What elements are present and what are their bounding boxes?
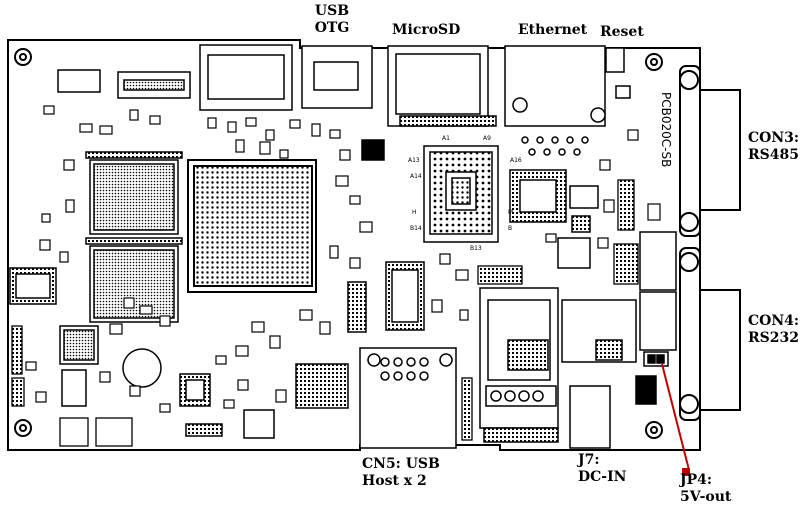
label-usb-otg: USB OTG: [310, 3, 354, 37]
companion-bga: [423, 145, 499, 243]
bga-label-b14: B14: [410, 225, 422, 232]
label-jp4: JP4: 5V-out: [680, 472, 731, 505]
bga-label-a16: A16: [510, 157, 522, 164]
label-jp4-line1: JP4:: [680, 472, 713, 488]
label-jp4-line2: 5V-out: [680, 489, 732, 505]
bga-label-a1: A1: [442, 135, 450, 142]
ethernet-pads: [521, 136, 589, 156]
bga-label-b: B: [508, 225, 512, 232]
label-cn5-line1: CN5: USB: [362, 456, 440, 472]
bga-label-a14: A14: [410, 173, 422, 180]
bga-label-a9: A9: [483, 135, 491, 142]
bga-ball-labels: A1 A9 A13 A14 H B14 B13 A16 M B: [408, 135, 522, 252]
power-section: [479, 231, 677, 449]
dram-chips: [85, 151, 183, 323]
bga-label-a13: A13: [408, 157, 420, 164]
label-con3-line2: RS485: [748, 147, 799, 163]
label-ethernet: Ethernet: [518, 22, 588, 38]
misc-ics: [9, 139, 591, 439]
top-edge-connectors: [57, 44, 631, 127]
jp4-jumper: [635, 351, 669, 405]
db9-connectors: [679, 65, 741, 421]
label-j7-line2: DC-IN: [578, 469, 627, 485]
label-cn5-line2: Host x 2: [362, 473, 427, 489]
soc-bga: [187, 159, 317, 293]
label-usb-otg-line1: USB: [314, 3, 350, 19]
label-con4: CON4: RS232: [748, 313, 799, 347]
bga-label-m: M: [508, 209, 513, 216]
usb-host-connector: [359, 347, 457, 449]
label-j7: J7: DC-IN: [578, 452, 626, 486]
label-usb-otg-line2: OTG: [314, 20, 350, 36]
board-id-silkscreen: PCB020C-SB: [659, 92, 673, 167]
label-microsd: MicroSD: [392, 22, 461, 38]
pin-headers: [11, 179, 639, 447]
mounting-holes: [14, 48, 663, 439]
label-con4-line2: RS232: [748, 330, 799, 346]
ethernet-phy: [509, 169, 599, 223]
label-con3: CON3: RS485: [748, 130, 799, 164]
bga-label-b13: B13: [470, 245, 482, 252]
jp4-callout-line: [661, 363, 690, 476]
label-con4-line1: CON4:: [748, 313, 800, 329]
label-reset: Reset: [600, 24, 644, 40]
board-outline: [7, 39, 701, 451]
label-con3-line1: CON3:: [748, 130, 800, 146]
bga-label-h: H: [412, 209, 417, 216]
passive-components: [25, 105, 661, 413]
label-cn5: CN5: USB Host x 2: [362, 456, 440, 490]
label-j7-line1: J7:: [578, 452, 600, 468]
